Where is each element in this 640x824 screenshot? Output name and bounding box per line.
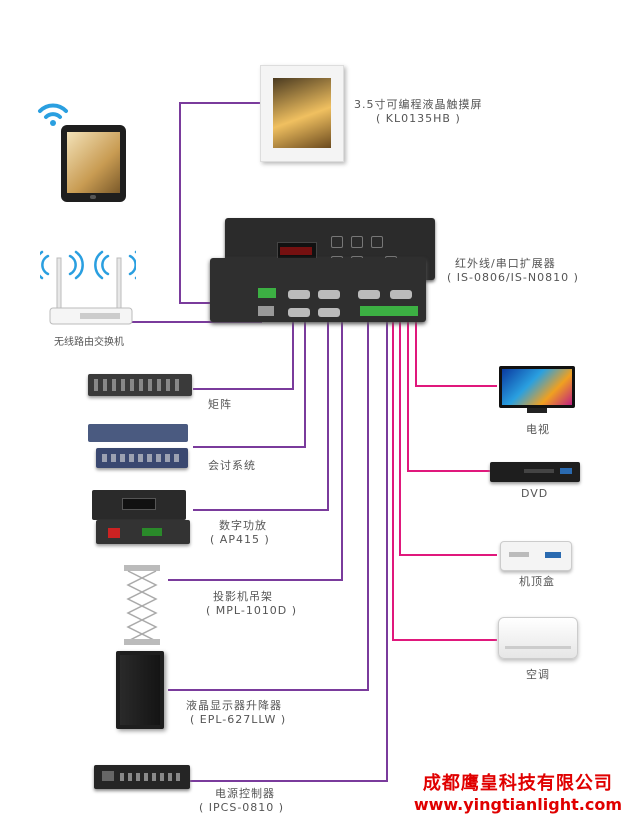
amplifier-model: ( AP415 )	[210, 533, 270, 546]
projector-lift-model: ( MPL-1010D )	[206, 604, 298, 617]
expander-model: ( IS-0806/IS-N0810 )	[447, 271, 579, 284]
matrix-device	[88, 374, 192, 396]
wifi-icon	[36, 97, 70, 127]
settop-device	[500, 541, 572, 571]
lcd-lift-name: 液晶显示器升降器	[186, 699, 282, 712]
power-controller-name: 电源控制器	[215, 787, 275, 800]
ir-wires	[392, 318, 497, 641]
company-url: www.yingtianlight.com	[413, 795, 622, 814]
conference-device	[88, 424, 188, 470]
amplifier-device	[92, 490, 190, 546]
tv-name: 电视	[526, 423, 550, 436]
wire-power	[168, 322, 388, 782]
router	[34, 250, 144, 332]
dvd-name: DVD	[521, 487, 549, 500]
amplifier-name: 数字功放	[219, 519, 267, 532]
wire-amplifier	[193, 322, 329, 511]
wire-settop	[399, 318, 497, 556]
ac-device	[498, 617, 578, 659]
lcd-lift-device	[116, 651, 164, 729]
wire-ac	[392, 318, 497, 641]
power-controller-model: ( IPCS-0810 )	[199, 801, 285, 814]
expander-name: 红外线/串口扩展器	[455, 257, 556, 270]
control-wires	[126, 102, 388, 782]
wire-tv	[415, 318, 497, 387]
wire-matrix	[193, 322, 294, 390]
matrix-name: 矩阵	[208, 398, 232, 411]
settop-name: 机顶盒	[519, 575, 555, 588]
touchscreen-model: ( KL0135HB )	[376, 112, 461, 125]
ac-name: 空调	[526, 668, 550, 681]
wire-lcd	[168, 322, 369, 691]
wire-projector	[168, 322, 343, 581]
tablet	[61, 125, 126, 202]
touchscreen-name: 3.5寸可编程液晶触摸屏	[354, 98, 483, 111]
dvd-device	[490, 462, 580, 482]
tv-device	[499, 366, 575, 416]
router-name: 无线路由交换机	[54, 337, 124, 348]
company-name: 成都鹰皇科技有限公司	[422, 773, 613, 794]
touchscreen-panel	[260, 65, 344, 162]
lcd-lift-model: ( EPL-627LLW )	[190, 713, 287, 726]
brand-block: 成都鹰皇科技有限公司 www.yingtianlight.com	[414, 769, 622, 814]
power-controller-device	[94, 765, 190, 789]
projector-lift-name: 投影机吊架	[213, 590, 273, 603]
wire-conference	[193, 322, 306, 448]
projector-lift-device	[120, 565, 164, 645]
conference-name: 会讨系统	[208, 459, 256, 472]
wire-dvd	[407, 318, 490, 472]
expander-back-unit	[210, 258, 426, 322]
